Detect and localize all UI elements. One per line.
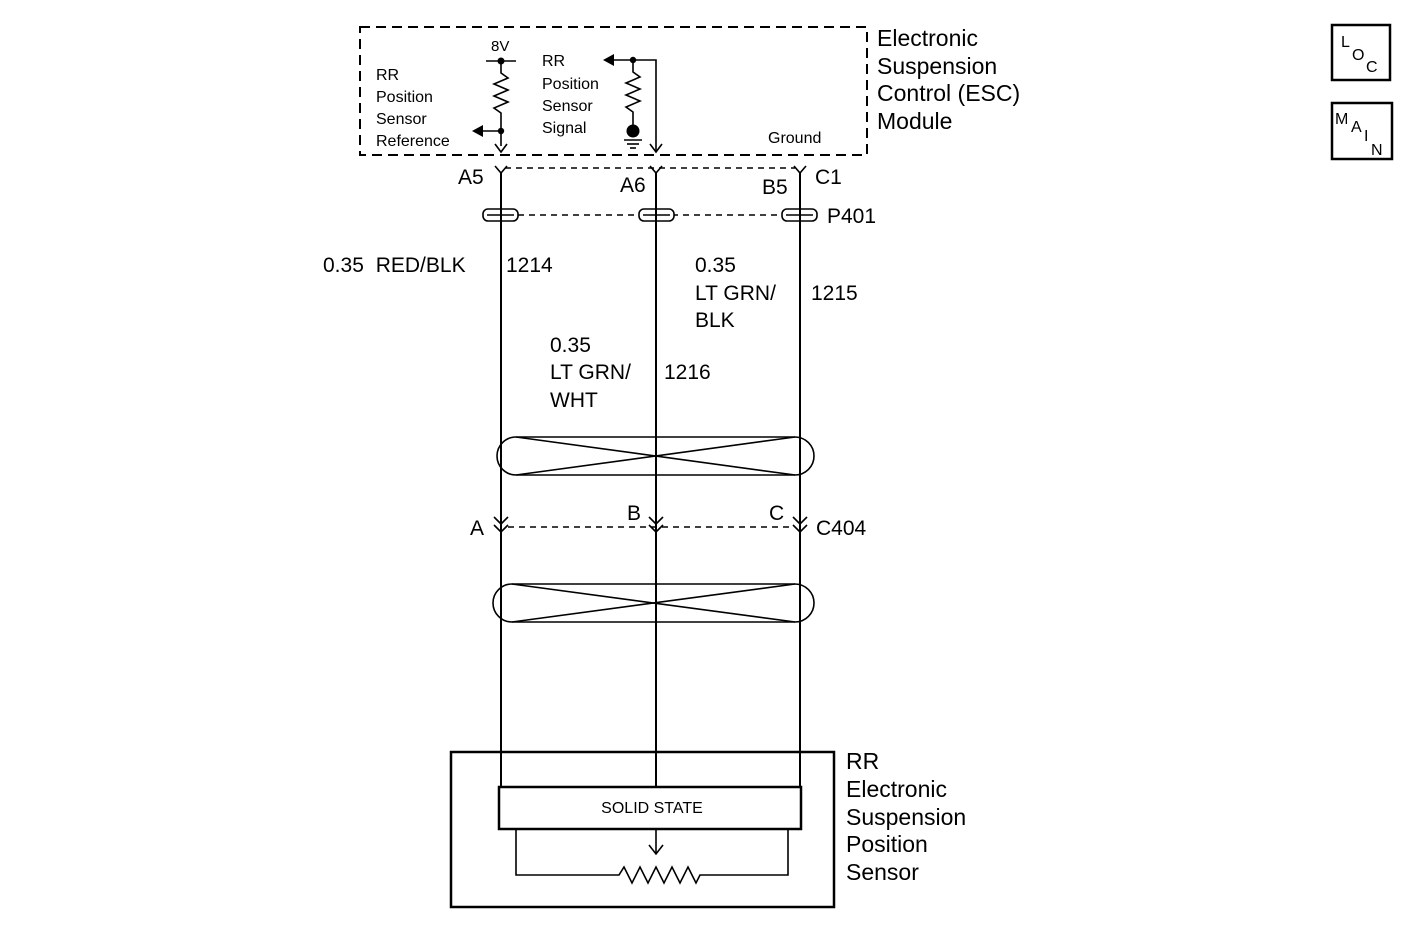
solid-state-label: SOLID STATE <box>601 800 703 817</box>
signal-arrow-icon <box>603 54 614 66</box>
pin-a6-icon <box>649 165 663 175</box>
reference-label: RR Position Sensor Reference <box>376 67 450 150</box>
svg-text:N: N <box>1371 142 1383 159</box>
signal-label: RR Position Sensor Signal <box>542 53 603 137</box>
internal-ground-node <box>626 124 640 138</box>
svg-text:A: A <box>1351 119 1362 136</box>
pin-b5-label: B5 <box>762 176 788 199</box>
sensor-title: RR Electronic Suspension Position Sensor <box>846 748 973 885</box>
solid-state-element <box>497 785 803 831</box>
svg-text:M: M <box>1335 111 1348 128</box>
wiper-arrow-icon <box>648 844 664 856</box>
c404-pin-c-label: C <box>769 502 784 525</box>
ground-label: Ground <box>768 130 821 147</box>
pin-a6-internal-arrow-icon <box>649 143 663 154</box>
p401-label: P401 <box>827 205 876 228</box>
c404-pin-a-icon <box>493 516 509 526</box>
reference-arrow-icon <box>472 125 483 137</box>
svg-text:O: O <box>1352 47 1364 64</box>
esc-module-title: Electronic Suspension Control (ESC) Modu… <box>877 25 1027 134</box>
c404-label: C404 <box>816 517 867 540</box>
supply-voltage-label: 8V <box>491 38 509 55</box>
loc-button[interactable]: L O C <box>1330 23 1392 82</box>
esc-module-outline <box>359 26 868 156</box>
pin-a6-label: A6 <box>620 174 646 197</box>
sensor-potentiometer <box>515 829 789 885</box>
reference-pullup-resistor <box>491 61 511 146</box>
svg-text:L: L <box>1341 34 1350 51</box>
pin-a5-internal-arrow-icon <box>494 143 508 154</box>
c404-pin-b-label: B <box>627 502 641 525</box>
wire-1214-label: 0.35 RED/BLK 1214 <box>323 254 553 277</box>
signal-pulldown-resistor <box>623 60 643 125</box>
signal-line-internal <box>614 59 657 152</box>
c404-pin-b-icon <box>648 516 664 526</box>
main-button[interactable]: M A I N <box>1330 101 1394 161</box>
pin-c1-label: C1 <box>815 166 842 189</box>
c404-pin-c-icon <box>792 516 808 526</box>
wire-1215-label: 0.35 LT GRN/ 1215 BLK <box>695 254 864 332</box>
pin-a5-icon <box>494 165 508 175</box>
sensor-outline <box>449 750 836 909</box>
pin-b5-icon <box>793 165 807 175</box>
c404-pin-a-label: A <box>470 517 484 540</box>
pin-a5-label: A5 <box>458 166 484 189</box>
svg-text:C: C <box>1366 59 1378 76</box>
wire-1216-label: 0.35 LT GRN/ 1216 WHT <box>550 334 717 412</box>
svg-text:I: I <box>1364 128 1368 145</box>
